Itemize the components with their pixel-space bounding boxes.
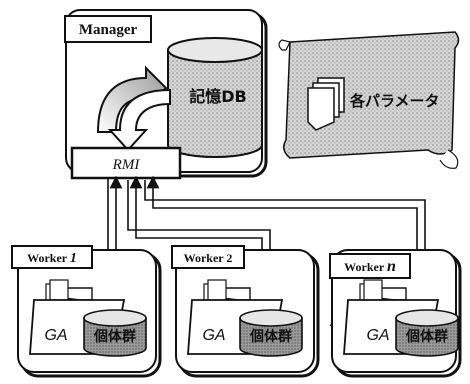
population-label-n: 個体群 (405, 328, 448, 345)
manager-label: Manager (79, 22, 138, 38)
population-cylinder-1: 個体群 (84, 310, 146, 356)
population-cylinder-n: 個体群 (396, 310, 458, 356)
rmi-bar: RMI (72, 148, 180, 178)
parameters-scroll: 各パラメータ (279, 32, 459, 168)
worker-label-box-1: Worker 1 (12, 246, 92, 268)
ga-label-1: GA (44, 327, 67, 344)
manager-label-box: Manager (65, 16, 151, 42)
memory-db-label: 記憶DB (189, 87, 246, 106)
worker-label-n: Worker n (344, 258, 396, 275)
ga-label-2: GA (202, 327, 225, 344)
rmi-label: RMI (112, 157, 141, 173)
worker-label-box-n: Worker n (330, 254, 410, 278)
parameters-label: 各パラメータ (349, 92, 440, 110)
population-label-2: 個体群 (249, 328, 292, 345)
ga-label-n: GA (366, 327, 389, 344)
worker-label-box-2: Worker 2 (172, 246, 244, 268)
worker-label-2: Worker 2 (184, 251, 233, 265)
worker-label-1: Worker 1 (27, 251, 77, 266)
memory-db-cylinder: 記憶DB (168, 38, 262, 157)
population-cylinder-2: 個体群 (240, 310, 302, 356)
population-label-1: 個体群 (93, 328, 136, 345)
